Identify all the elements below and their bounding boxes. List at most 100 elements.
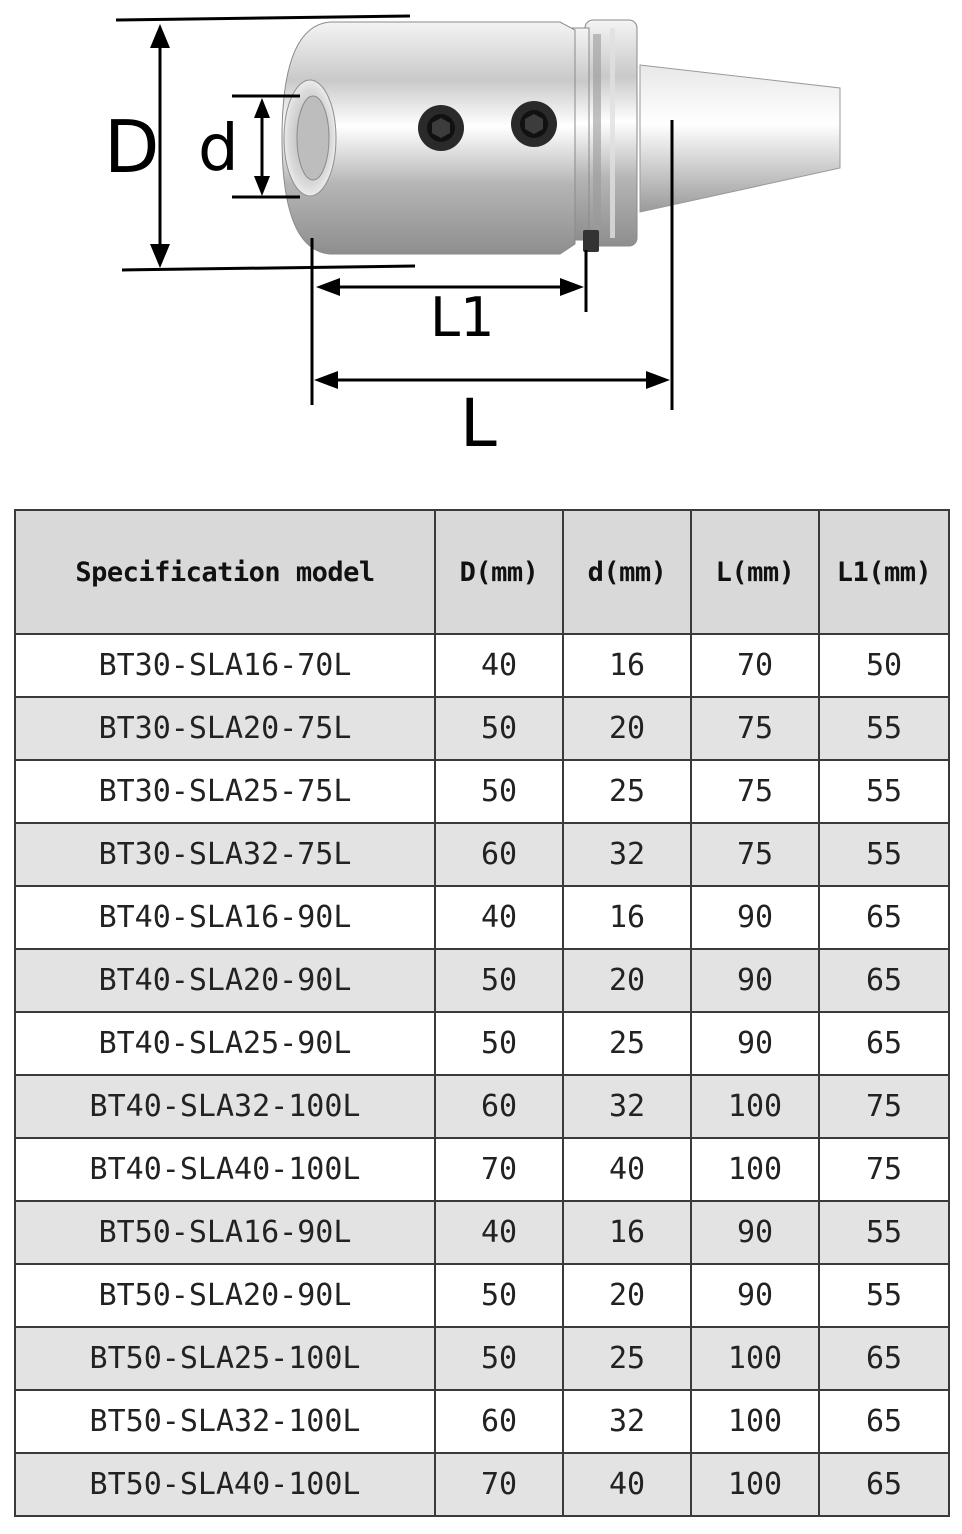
cell-d: 32 (562, 1074, 692, 1139)
cell-L: 75 (690, 696, 820, 761)
cell-D: 50 (434, 1326, 564, 1391)
dim-label-d: d (198, 112, 239, 186)
cell-model: BT50-SLA40-100L (14, 1452, 436, 1517)
tool-holder-image (281, 19, 841, 255)
cell-d: 25 (562, 759, 692, 824)
cell-L: 100 (690, 1074, 820, 1139)
dim-label-D: D (104, 105, 159, 189)
cell-model: BT40-SLA16-90L (14, 885, 436, 950)
cell-d: 20 (562, 1263, 692, 1328)
cell-L: 75 (690, 759, 820, 824)
cell-L1: 55 (818, 1200, 950, 1265)
cell-D: 50 (434, 696, 564, 761)
cell-d: 40 (562, 1452, 692, 1517)
cell-model: BT40-SLA32-100L (14, 1074, 436, 1139)
cell-d: 32 (562, 1389, 692, 1454)
dimension-lines (115, 14, 674, 410)
cell-L1: 55 (818, 696, 950, 761)
cell-d: 20 (562, 696, 692, 761)
cell-d: 16 (562, 633, 692, 698)
cell-D: 70 (434, 1452, 564, 1517)
cell-L1: 65 (818, 885, 950, 950)
dim-label-L1: L1 (430, 286, 494, 349)
dimension-arrowheads (150, 24, 670, 389)
header-d: d(mm) (562, 509, 692, 635)
cell-L1: 55 (818, 822, 950, 887)
cell-d: 25 (562, 1326, 692, 1391)
header-specification-model: Specification model (14, 509, 436, 635)
cell-L: 100 (690, 1326, 820, 1391)
cell-D: 70 (434, 1137, 564, 1202)
cell-D: 40 (434, 633, 564, 698)
cell-d: 16 (562, 1200, 692, 1265)
cell-D: 50 (434, 1263, 564, 1328)
dim-label-L: L (460, 385, 497, 462)
cell-d: 32 (562, 822, 692, 887)
cell-model: BT50-SLA32-100L (14, 1389, 436, 1454)
header-L1: L1(mm) (818, 509, 950, 635)
cell-d: 20 (562, 948, 692, 1013)
cell-d: 16 (562, 885, 692, 950)
cell-D: 50 (434, 948, 564, 1013)
cell-L1: 50 (818, 633, 950, 698)
cell-L1: 65 (818, 948, 950, 1013)
cell-L: 90 (690, 1200, 820, 1265)
cell-D: 50 (434, 1011, 564, 1076)
cell-L1: 55 (818, 759, 950, 824)
cell-D: 60 (434, 822, 564, 887)
set-screw-icon (511, 101, 557, 147)
cell-L: 100 (690, 1452, 820, 1517)
cell-model: BT30-SLA16-70L (14, 633, 436, 698)
cell-L1: 65 (818, 1326, 950, 1391)
tool-holder-diagram: D d L1 L (104, 14, 841, 462)
cell-L: 75 (690, 822, 820, 887)
cell-model: BT30-SLA32-75L (14, 822, 436, 887)
cell-D: 60 (434, 1074, 564, 1139)
cell-L1: 65 (818, 1452, 950, 1517)
cell-model: BT30-SLA25-75L (14, 759, 436, 824)
cell-L: 90 (690, 1011, 820, 1076)
cell-model: BT50-SLA16-90L (14, 1200, 436, 1265)
set-screw-icon (418, 105, 464, 151)
specification-table: Specification model D(mm) d(mm) L(mm) L1… (14, 509, 950, 1517)
cell-L1: 65 (818, 1389, 950, 1454)
header-L: L(mm) (690, 509, 820, 635)
cell-L1: 55 (818, 1263, 950, 1328)
cell-L: 90 (690, 885, 820, 950)
cell-model: BT40-SLA25-90L (14, 1011, 436, 1076)
cell-d: 25 (562, 1011, 692, 1076)
cell-D: 40 (434, 885, 564, 950)
cell-L: 90 (690, 1263, 820, 1328)
cell-D: 40 (434, 1200, 564, 1265)
cell-model: BT30-SLA20-75L (14, 696, 436, 761)
cell-model: BT50-SLA25-100L (14, 1326, 436, 1391)
table-header-row: Specification model D(mm) d(mm) L(mm) L1… (14, 509, 950, 635)
cell-L: 70 (690, 633, 820, 698)
cell-L1: 75 (818, 1074, 950, 1139)
cell-L1: 75 (818, 1137, 950, 1202)
cell-model: BT40-SLA40-100L (14, 1137, 436, 1202)
cell-model: BT40-SLA20-90L (14, 948, 436, 1013)
cell-D: 60 (434, 1389, 564, 1454)
cell-L1: 65 (818, 1011, 950, 1076)
cell-L: 90 (690, 948, 820, 1013)
cell-model: BT50-SLA20-90L (14, 1263, 436, 1328)
cell-L: 100 (690, 1137, 820, 1202)
cell-L: 100 (690, 1389, 820, 1454)
cell-d: 40 (562, 1137, 692, 1202)
